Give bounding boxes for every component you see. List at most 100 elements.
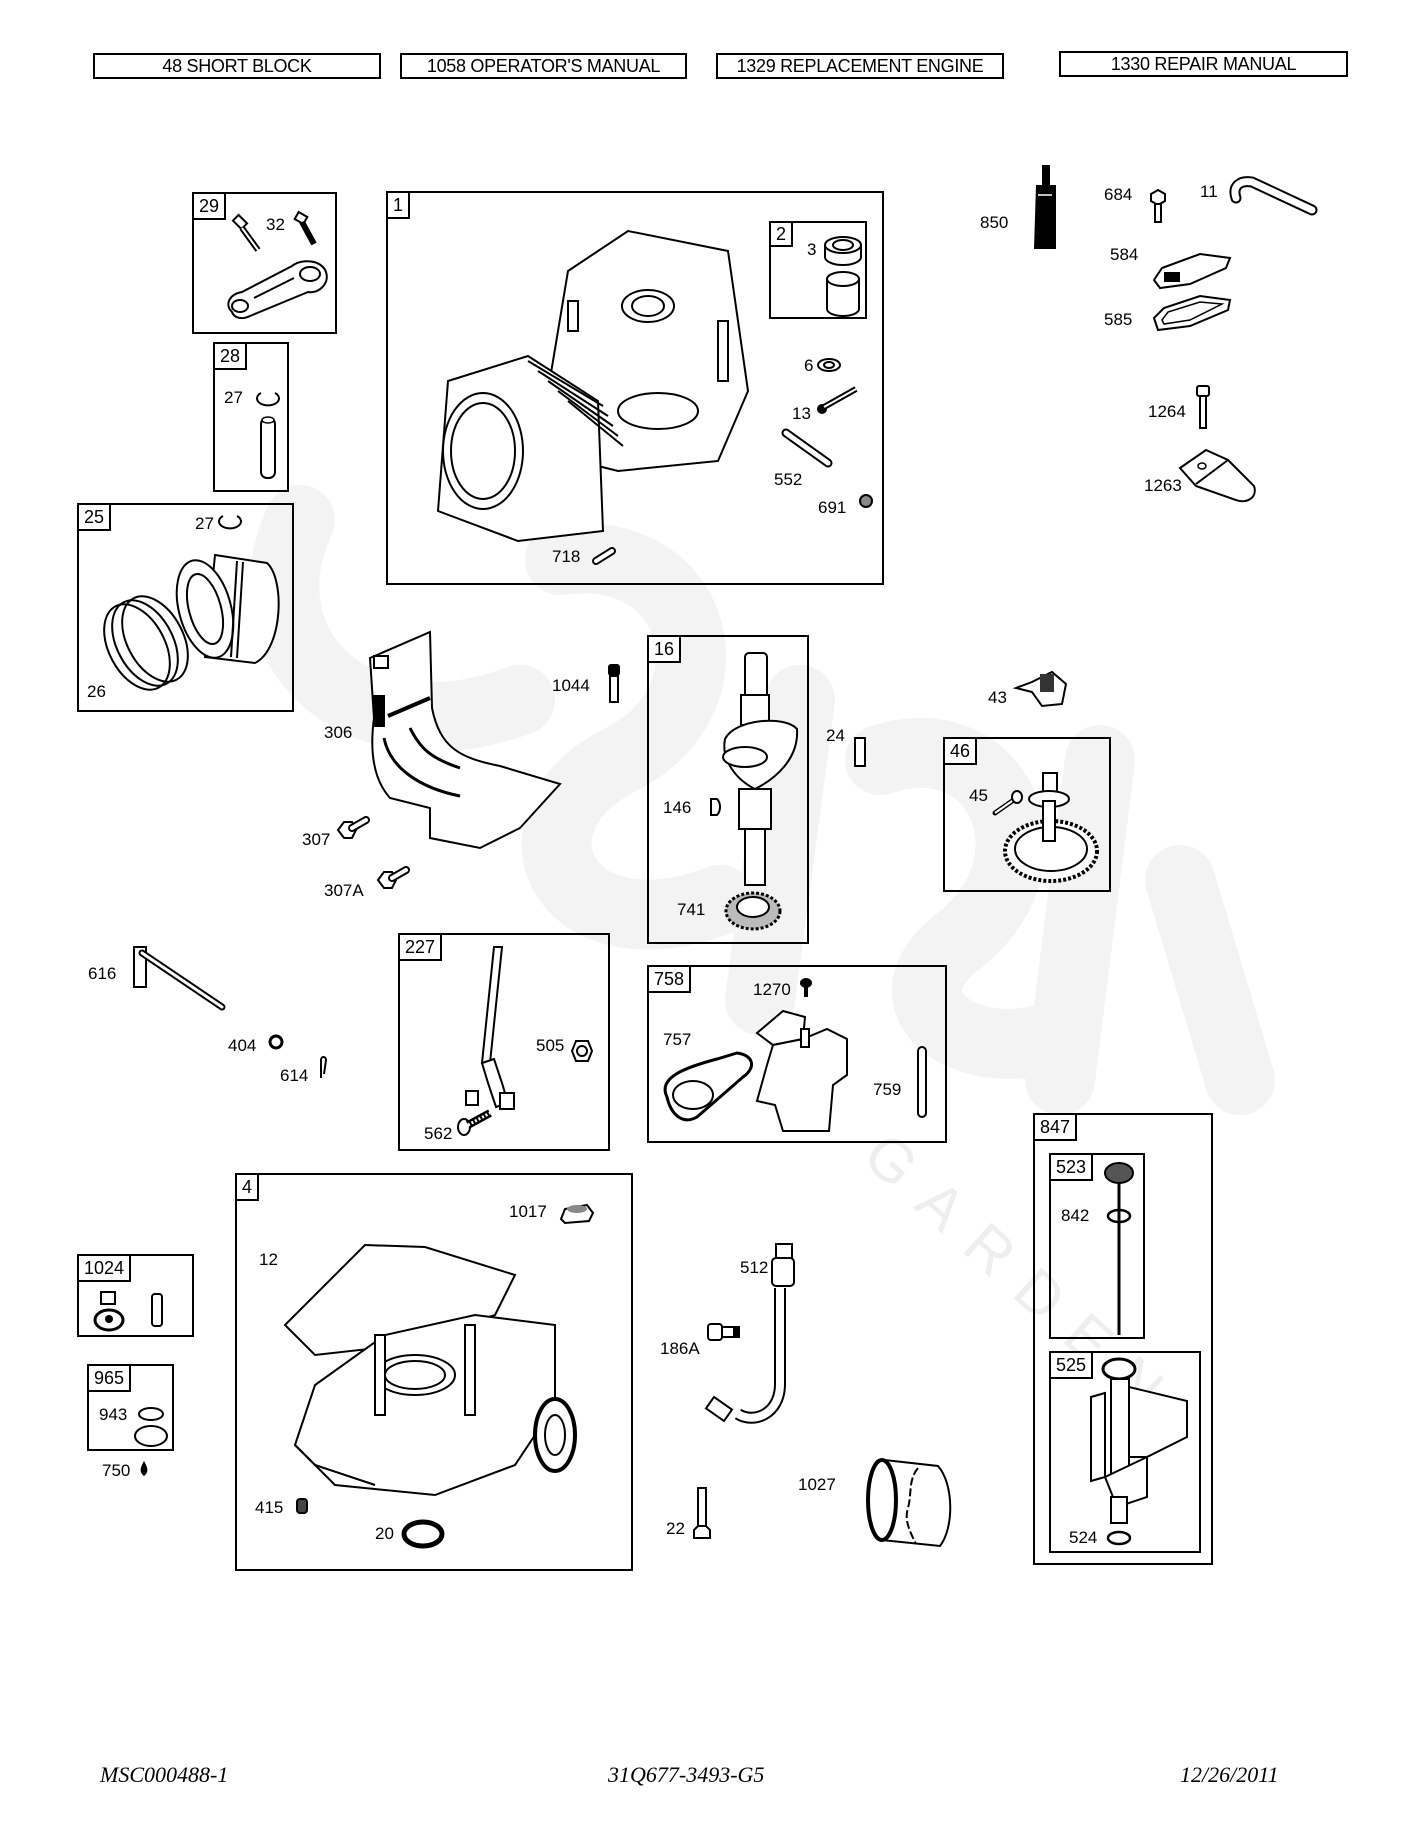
part-label: 307A bbox=[324, 881, 364, 900]
dipstick-icon bbox=[1104, 1162, 1134, 1335]
group-box-46[interactable]: 46 45 bbox=[943, 737, 1111, 892]
part-label: 32 bbox=[266, 215, 285, 234]
screw-icon bbox=[800, 978, 812, 997]
governor-shaft-icon bbox=[133, 946, 226, 1011]
group-number: 1 bbox=[386, 191, 411, 219]
cylinder-block-icon bbox=[436, 229, 750, 543]
part-label: 943 bbox=[99, 1405, 128, 1424]
air-guide-icon bbox=[368, 630, 562, 850]
plunger-icon bbox=[151, 1293, 163, 1327]
part-label: 691 bbox=[818, 498, 847, 517]
group-number: 758 bbox=[647, 965, 692, 993]
breather-tube-icon bbox=[1229, 176, 1318, 216]
key-icon bbox=[710, 798, 721, 816]
sealant-tube-icon bbox=[1034, 165, 1056, 249]
group-number: 28 bbox=[213, 342, 248, 370]
screw-icon bbox=[457, 1109, 492, 1136]
part-label: 11 bbox=[1200, 182, 1218, 201]
group-number: 847 bbox=[1033, 1113, 1078, 1141]
washer-icon bbox=[268, 1034, 284, 1050]
part-label: 750 bbox=[102, 1461, 131, 1480]
footer-date: 12/26/2011 bbox=[1180, 1762, 1279, 1787]
tab-repair-manual[interactable]: 1330 REPAIR MANUAL bbox=[1059, 51, 1348, 77]
part-label: 505 bbox=[536, 1036, 565, 1055]
group-box-847[interactable]: 847 523 842 525 524 bbox=[1033, 1113, 1213, 1565]
part-label: 43 bbox=[988, 688, 1007, 707]
group-box-16[interactable]: 16 146 741 bbox=[647, 635, 809, 944]
bushing-icon bbox=[824, 236, 862, 317]
o-ring-icon bbox=[1106, 1530, 1132, 1546]
retaining-ring-icon bbox=[218, 515, 242, 530]
sealant-drop-icon bbox=[140, 1461, 148, 1476]
part-label: 306 bbox=[324, 723, 353, 742]
tab-label: 1330 REPAIR MANUAL bbox=[1110, 53, 1297, 74]
timing-gear-icon bbox=[724, 891, 782, 931]
group-box-525[interactable]: 525 524 bbox=[1049, 1351, 1201, 1553]
crankshaft-icon bbox=[722, 652, 799, 886]
tab-label: 1058 OPERATOR'S MANUAL bbox=[426, 55, 661, 76]
part-label: 616 bbox=[88, 964, 117, 983]
part-label: 20 bbox=[375, 1524, 394, 1543]
part-label: 22 bbox=[666, 1519, 685, 1538]
pin-icon bbox=[917, 1046, 927, 1118]
pin-icon bbox=[592, 547, 616, 565]
part-label: 13 bbox=[792, 404, 811, 423]
group-box-29[interactable]: 29 32 bbox=[192, 192, 337, 334]
governor-lever-icon bbox=[465, 946, 515, 1110]
dipstick-tube-icon bbox=[1090, 1357, 1188, 1524]
part-label: 562 bbox=[424, 1124, 453, 1143]
group-box-758[interactable]: 758 1270 757 759 bbox=[647, 965, 947, 1143]
part-label: 3 bbox=[807, 240, 817, 259]
group-number: 16 bbox=[647, 635, 682, 663]
seal-plug-icon bbox=[559, 1203, 595, 1225]
group-box-28[interactable]: 28 27 bbox=[213, 342, 289, 492]
group-number: 227 bbox=[398, 933, 443, 961]
part-label: 186A bbox=[660, 1339, 700, 1358]
group-box-4[interactable]: 4 1017 12 415 20 bbox=[235, 1173, 633, 1571]
oil-drain-tube-icon bbox=[704, 1243, 795, 1424]
group-box-1[interactable]: 1 2 3 6 13 552 691 718 bbox=[386, 191, 884, 585]
part-label: 718 bbox=[552, 547, 581, 566]
tab-short-block[interactable]: 48 SHORT BLOCK bbox=[93, 53, 381, 79]
group-box-965[interactable]: 965 943 bbox=[87, 1364, 174, 1451]
part-label: 684 bbox=[1104, 185, 1133, 204]
tab-operators-manual[interactable]: 1058 OPERATOR'S MANUAL bbox=[400, 53, 687, 79]
part-label: 1044 bbox=[552, 676, 590, 695]
part-label: 404 bbox=[228, 1036, 257, 1055]
governor-icon bbox=[1012, 670, 1068, 708]
part-label: 24 bbox=[826, 726, 845, 745]
plug-icon bbox=[296, 1498, 308, 1514]
gasket-icon bbox=[1152, 294, 1232, 332]
part-label: 1264 bbox=[1148, 402, 1186, 421]
group-box-2[interactable]: 2 3 bbox=[769, 221, 867, 319]
group-box-227[interactable]: 227 505 562 bbox=[398, 933, 610, 1151]
part-label: 27 bbox=[195, 514, 214, 533]
pin-icon bbox=[992, 790, 1023, 816]
part-label: 524 bbox=[1069, 1528, 1098, 1547]
group-box-523[interactable]: 523 842 bbox=[1049, 1153, 1145, 1339]
part-label: 842 bbox=[1061, 1206, 1090, 1225]
footer-diagram-id: MSC000488-1 bbox=[100, 1762, 229, 1787]
piston-pin-icon bbox=[260, 416, 276, 479]
bolt-icon bbox=[336, 816, 370, 839]
part-label: 584 bbox=[1110, 245, 1139, 264]
oil-seal-icon bbox=[401, 1519, 445, 1549]
group-box-1024[interactable]: 1024 bbox=[77, 1254, 194, 1337]
part-label: 741 bbox=[677, 900, 706, 919]
group-number: 2 bbox=[769, 221, 794, 247]
camshaft-gear-icon bbox=[1003, 772, 1099, 883]
group-box-25[interactable]: 25 27 26 bbox=[77, 503, 294, 712]
group-number: 25 bbox=[77, 503, 112, 531]
piston-icon bbox=[175, 553, 280, 665]
bracket-icon bbox=[1178, 448, 1256, 503]
tab-replacement-engine[interactable]: 1329 REPLACEMENT ENGINE bbox=[716, 53, 1004, 79]
part-label: 1270 bbox=[753, 980, 791, 999]
part-label: 1263 bbox=[1144, 476, 1182, 495]
hairpin-clip-icon bbox=[320, 1056, 328, 1078]
crankcase-cover-icon bbox=[283, 1243, 577, 1497]
part-label: 26 bbox=[87, 682, 106, 701]
part-label: 850 bbox=[980, 213, 1009, 232]
nut-icon bbox=[570, 1040, 594, 1062]
bolt-icon bbox=[376, 866, 410, 889]
tab-label: 1329 REPLACEMENT ENGINE bbox=[736, 55, 984, 76]
